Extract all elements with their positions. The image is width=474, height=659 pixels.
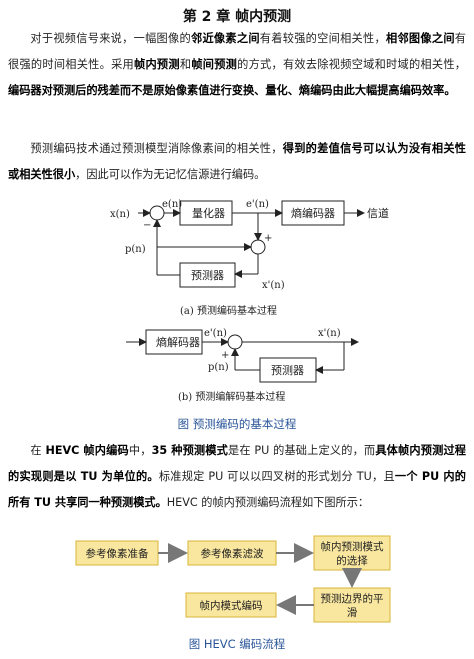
label-plus: + [221, 350, 229, 361]
label-e-prime: e'(n) [246, 199, 269, 210]
text-run: 有很强的时间相关性。采用 [8, 32, 466, 71]
bold-run: 编码器对预测后的残差而不是原始像素值进行变换、量化、熵编码由此大幅提高编码效率。 [8, 84, 456, 97]
label-pn: p(n) [208, 362, 229, 373]
diagram-prediction-decoding: 熵解码器 e'(n) + x'(n) p(n) 预测器 (b) 预测编解码基本过… [126, 328, 359, 403]
entropy-decoder-label: 熵解码器 [156, 335, 200, 349]
figure-caption-hevc: 图 HEVC 编码流程 [188, 637, 286, 651]
label-pn: p(n) [125, 244, 146, 255]
paragraph-intro: 对于视频信号来说，一幅图像的邻近像素之间有着较强的空间相关性，相邻图像之间有很强… [8, 26, 466, 104]
entropy-encoder-label: 熵编码器 [291, 206, 335, 220]
bold-run: 帧内预测 [134, 58, 180, 71]
flow-step-reference-prep [75, 540, 159, 566]
text-run: 有着较强的空间相关性， [259, 32, 386, 45]
text-run: HEVC 的帧内预测编码流程如下图所示： [166, 496, 370, 509]
label-plus: + [264, 233, 272, 244]
diagram-b-caption: (b) 预测编解码基本过程 [178, 390, 285, 403]
chapter-title: 第 2 章 帧内预测 [182, 9, 292, 25]
text-run: 预测编码技术通过预测模型消除像素间的相关性， [30, 142, 283, 155]
flow-step3-label: 帧内预测模式 [321, 540, 384, 553]
label-minus: − [143, 220, 151, 231]
figure-caption-prediction: 图 预测编码的基本过程 [177, 417, 297, 431]
bold-run: 一个 PU 内的所有 TU 共享同一种预测模式。 [8, 470, 466, 509]
text-run: ，因此可以作为无记忆信源进行编码。 [75, 168, 266, 181]
text-run: 对于视频信号来说，一幅图像的 [30, 32, 191, 45]
bold-run: 得到的差值信号可以认为没有相关性或相关性很小 [8, 142, 466, 181]
predictor-label: 预测器 [271, 364, 304, 377]
flow-step5-label: 帧内模式编码 [200, 599, 263, 612]
paragraph-hevc: 在 HEVC 帧内编码中，35 种预测模式是在 PU 的基础上定义的，而具体帧内… [8, 438, 466, 516]
flow-step2-label: 参考像素滤波 [201, 547, 264, 560]
label-x-prime: x'(n) [262, 280, 285, 291]
flow-step-mode-selection [313, 535, 391, 571]
text-run: 和 [179, 58, 192, 71]
label-xn: x(n) [110, 209, 130, 220]
text-run: 标准规定 PU 可以以四叉树的形式划分 TU，且 [158, 470, 395, 483]
diagram-a-caption: (a) 预测编码基本过程 [180, 304, 277, 317]
label-e-prime: e'(n) [204, 328, 227, 339]
hevc-intra-flowchart: 参考像素准备 参考像素滤波 帧内预测模式 的选择 预测边界的平 滑 帧内模式编码 [75, 535, 391, 623]
adder-node [250, 239, 266, 255]
label-x-prime: x'(n) [318, 328, 341, 339]
text-run: 中， [128, 444, 152, 457]
bold-run: HEVC 帧内编码 [45, 444, 129, 457]
bold-run: 具体帧内预测过程的实现则是以 TU 为单位的。 [8, 444, 466, 483]
text-run: 在 [30, 444, 46, 457]
quantizer-label: 量化器 [192, 206, 225, 220]
bold-run: 35 种预测模式 [151, 444, 228, 457]
paragraph-prediction: 预测编码技术通过预测模型消除像素间的相关性，得到的差值信号可以认为没有相关性或相… [8, 136, 466, 188]
label-en: e(n) [162, 199, 182, 210]
flow-step4-label: 滑 [347, 607, 358, 619]
diagram-prediction-encoding: x(n) − e(n) 量化器 e'(n) 熵编码器 信道 + p(n) 预测器… [110, 199, 389, 317]
adder-node [227, 334, 243, 350]
flow-step1-label: 参考像素准备 [86, 547, 149, 560]
predictor-label: 预测器 [191, 269, 224, 282]
flow-step-boundary-smoothing [313, 587, 391, 623]
text-run: 是在 PU 的基础上定义的，而 [228, 444, 376, 457]
bold-run: 相邻图像之间 [385, 32, 455, 45]
flow-step-mode-encoding [185, 592, 277, 618]
bold-run: 帧间预测 [191, 58, 238, 71]
bold-run: 邻近像素之间 [190, 32, 260, 45]
channel-label: 信道 [367, 206, 389, 220]
text-run: 的方式，有效去除视频空域和时域的相关性， [237, 58, 466, 71]
flow-step3-label: 的选择 [336, 554, 368, 567]
flow-step4-label: 预测边界的平 [321, 592, 384, 605]
